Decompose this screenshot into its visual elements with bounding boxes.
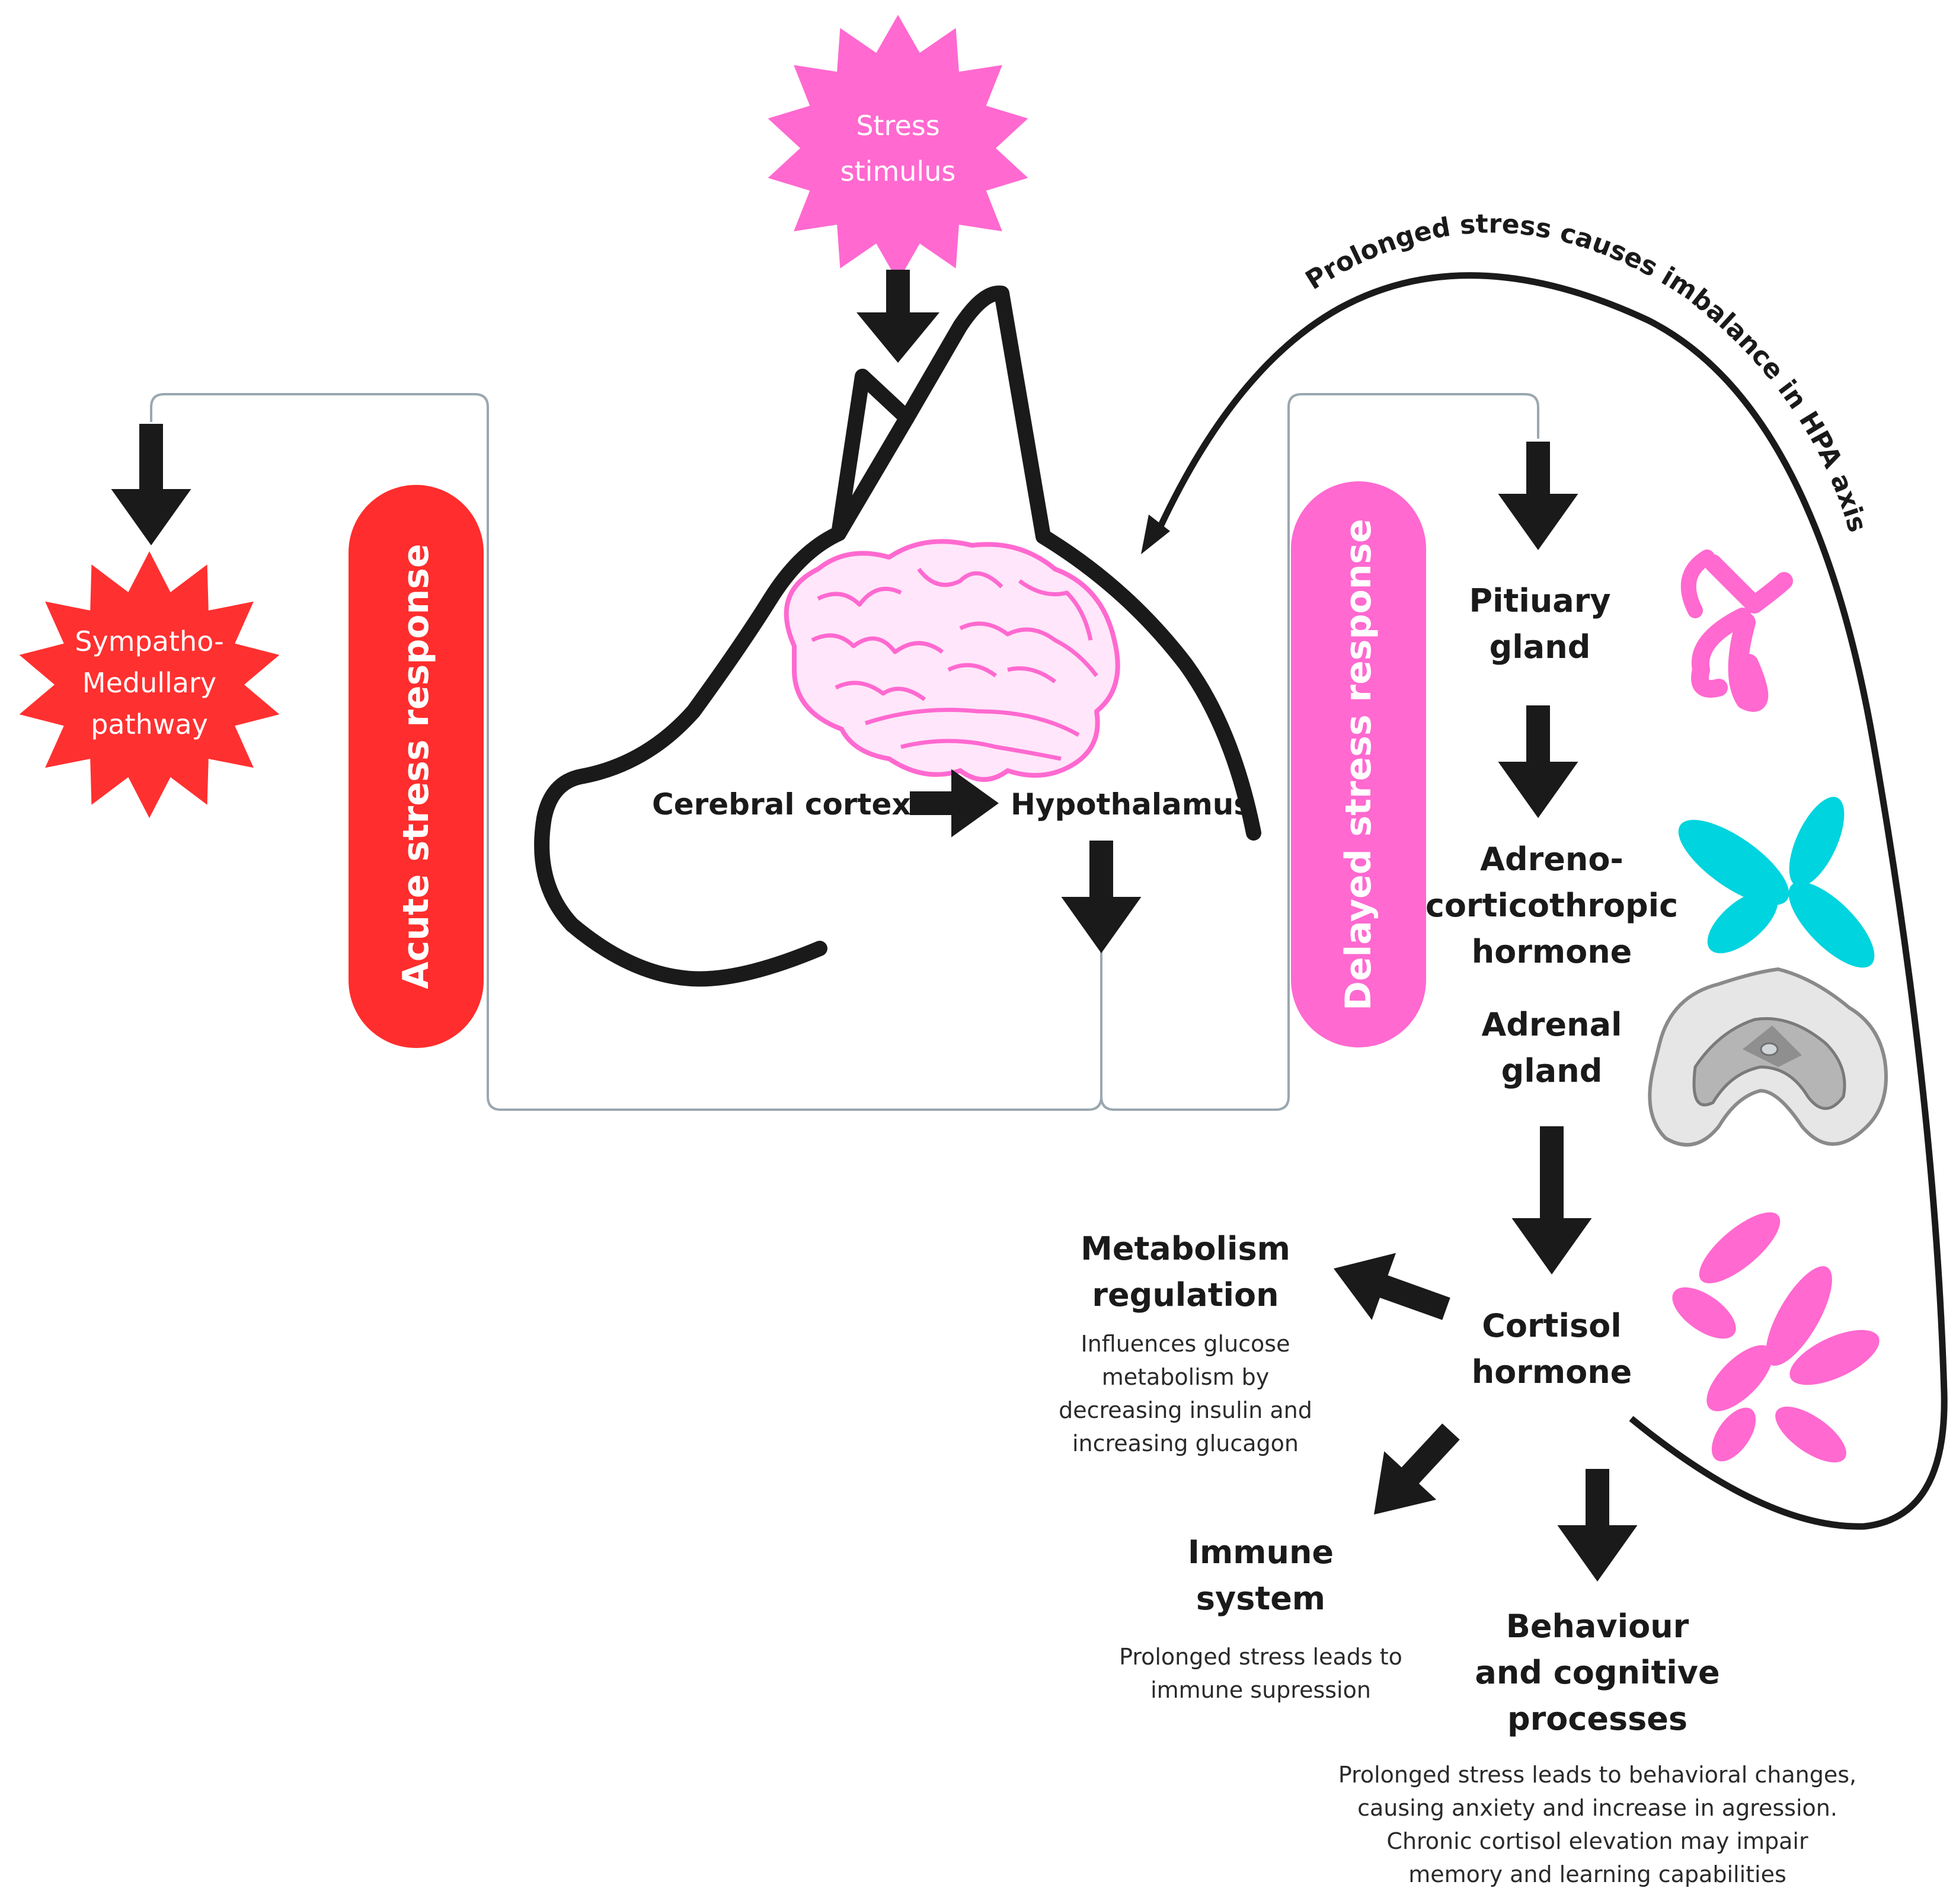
dog-head-outline: [534, 285, 1261, 987]
svg-text:Sympatho-: Sympatho-: [75, 625, 223, 657]
svg-text:Adreno-: Adreno-: [1480, 841, 1623, 878]
svg-text:hormone: hormone: [1472, 1353, 1632, 1391]
connector-lines: [150, 393, 1539, 1111]
adrenal-label: Adrenal gland: [1481, 1006, 1622, 1090]
svg-text:gland: gland: [1490, 628, 1591, 666]
flow-arrows: [111, 270, 1638, 1582]
hypothalamus-label: Hypothalamus: [1011, 787, 1251, 822]
delayed-stress-pill: Delayed stress response: [1291, 481, 1426, 1047]
svg-text:metabolism by: metabolism by: [1102, 1364, 1270, 1390]
brain-illustration: [784, 539, 1120, 782]
svg-text:Metabolism: Metabolism: [1081, 1230, 1290, 1267]
pituitary-arrow: [1498, 442, 1578, 550]
sympatho-arrow: [111, 424, 191, 545]
pituitary-label: Pitiuary gland: [1469, 582, 1610, 666]
hypothalamus-down-arrow: [1061, 841, 1142, 953]
svg-text:Delayed stress response: Delayed stress response: [1338, 519, 1379, 1011]
svg-text:Prolonged stress leads to beha: Prolonged stress leads to behavioral cha…: [1338, 1762, 1856, 1788]
svg-text:Influences glucose: Influences glucose: [1081, 1331, 1290, 1357]
cerebral-cortex-label: Cerebral cortex: [652, 787, 911, 822]
svg-text:gland: gland: [1501, 1052, 1603, 1090]
svg-text:Prolonged stress leads to: Prolonged stress leads to: [1119, 1644, 1402, 1670]
svg-text:Adrenal: Adrenal: [1481, 1006, 1622, 1043]
svg-text:memory and learning capabiliti: memory and learning capabilities: [1408, 1861, 1786, 1887]
svg-text:Behaviour: Behaviour: [1506, 1608, 1689, 1645]
acth-arrow: [1498, 705, 1578, 818]
svg-text:stimulus: stimulus: [840, 155, 956, 187]
stimulus-arrow: [856, 270, 939, 363]
immune-arrow: [1374, 1423, 1460, 1515]
svg-text:regulation: regulation: [1092, 1276, 1279, 1314]
immune-effect: Immune system Prolonged stress leads to …: [1119, 1534, 1402, 1703]
svg-text:increasing glucagon: increasing glucagon: [1072, 1430, 1299, 1456]
behaviour-effect: Behaviour and cognitive processes Prolon…: [1338, 1608, 1856, 1887]
brain-folds: [811, 567, 1098, 761]
acth-label: Adreno- corticothropic hormone: [1426, 841, 1678, 970]
svg-text:Acute stress response: Acute stress response: [395, 544, 437, 989]
svg-text:Stress: Stress: [856, 110, 939, 142]
metabolism-arrow: [1334, 1253, 1450, 1320]
svg-text:Chronic cortisol elevation may: Chronic cortisol elevation may impair: [1386, 1828, 1808, 1854]
svg-text:system: system: [1196, 1580, 1325, 1617]
acute-stress-pill: Acute stress response: [349, 485, 484, 1048]
cortisol-cells-icon: [1672, 1212, 1880, 1463]
sympatho-medullary-star: Sympatho- Medullary pathway: [19, 551, 280, 818]
svg-text:Pitiuary: Pitiuary: [1469, 582, 1610, 619]
behaviour-arrow: [1557, 1469, 1638, 1582]
cortisol-arrow: [1511, 1126, 1592, 1274]
svg-text:hormone: hormone: [1472, 933, 1632, 970]
svg-text:corticothropic: corticothropic: [1426, 887, 1678, 924]
svg-text:causing anxiety and increase i: causing anxiety and increase in agressio…: [1357, 1795, 1837, 1821]
svg-text:Immune: Immune: [1188, 1534, 1334, 1571]
cortex-to-hypothalamus-arrow: [910, 769, 999, 838]
feedback-label: Prolonged stress causes imbalance in HPA…: [1300, 209, 1873, 535]
svg-text:Cortisol: Cortisol: [1482, 1307, 1621, 1344]
acth-cells-icon: [1678, 797, 1875, 968]
stress-stimulus-star: Stress stimulus: [768, 15, 1028, 282]
adrenal-gland-icon: [1648, 967, 1888, 1147]
svg-text:and cognitive: and cognitive: [1475, 1654, 1720, 1691]
metabolism-effect: Metabolism regulation Influences glucose…: [1059, 1230, 1312, 1456]
cortisol-label: Cortisol hormone: [1472, 1307, 1632, 1391]
pituitary-gland-icon: [1680, 550, 1793, 712]
svg-text:pathway: pathway: [91, 708, 208, 740]
svg-text:Medullary: Medullary: [82, 667, 216, 699]
svg-text:immune supression: immune supression: [1150, 1677, 1371, 1703]
svg-text:decreasing insulin and: decreasing insulin and: [1059, 1397, 1312, 1423]
svg-text:processes: processes: [1507, 1700, 1687, 1737]
